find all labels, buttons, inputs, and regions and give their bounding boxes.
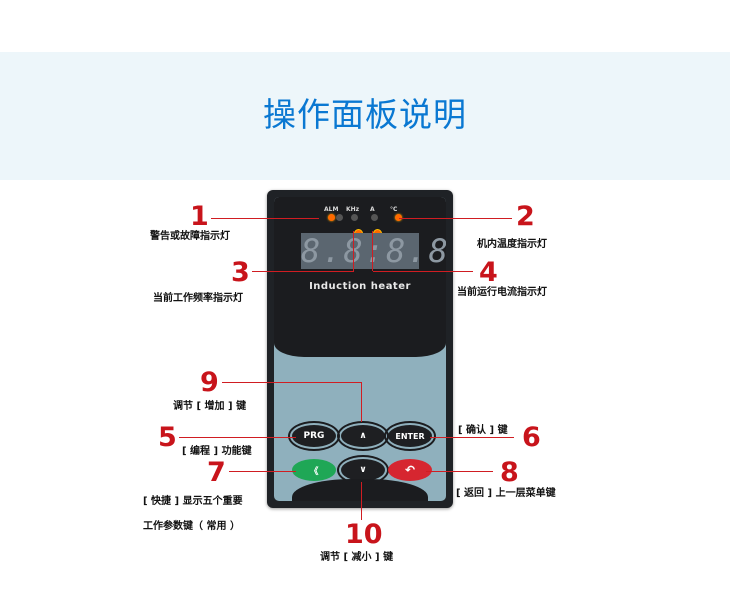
- callout-number-1: 1: [190, 201, 209, 232]
- prg-button[interactable]: PRG: [292, 425, 336, 447]
- khz-led-icon: [351, 214, 358, 221]
- header-band: [0, 52, 730, 180]
- enter-button[interactable]: ENTER: [388, 425, 432, 447]
- led-label-temp: °C: [390, 206, 398, 213]
- callout-number-7: 7: [207, 457, 226, 488]
- callout-number-4: 4: [479, 257, 498, 288]
- key-ring: [384, 421, 436, 451]
- callout-line-3: [252, 271, 354, 272]
- display-area: ALM KHz A °C 8.8:8.8. Induction heater: [274, 197, 446, 357]
- page-title: 操作面板说明: [263, 95, 467, 134]
- indicator-leds: ALM KHz A °C: [274, 206, 446, 222]
- callout-line-7: [229, 471, 296, 472]
- seven-segment-display: 8.8:8.8.: [301, 232, 446, 270]
- down-button[interactable]: ∨: [341, 459, 385, 481]
- callout-label-6: [ 确认 ] 键: [458, 425, 508, 436]
- callout-line-3v: [353, 231, 354, 271]
- callout-line-5: [179, 437, 296, 438]
- callout-label-1: 警告或故障指示灯: [150, 231, 230, 242]
- led-icon: [336, 214, 343, 221]
- callout-label-7b: 工作参数键（ 常用 ）: [143, 521, 240, 532]
- up-button[interactable]: ∧: [341, 425, 385, 447]
- callout-line-2: [399, 218, 512, 219]
- callout-number-3: 3: [231, 257, 250, 288]
- keypad-bottom-arc: [292, 479, 428, 501]
- panel-face: ALM KHz A °C 8.8:8.8. Induction heater P…: [274, 197, 446, 501]
- callout-number-2: 2: [516, 201, 535, 232]
- callout-number-10: 10: [345, 519, 383, 550]
- brand-label: Induction heater: [309, 281, 411, 292]
- alm-led-icon: [328, 214, 335, 221]
- callout-line-1: [211, 218, 319, 219]
- callout-line-9v: [361, 382, 362, 422]
- a-led-icon: [371, 214, 378, 221]
- callout-label-10: 调节 [ 减小 ] 键: [320, 552, 394, 563]
- callout-line-4v: [372, 231, 373, 271]
- callout-line-8: [426, 471, 493, 472]
- callout-label-5: [ 编程 ] 功能键: [182, 446, 252, 457]
- callout-line-9: [222, 382, 362, 383]
- callout-label-3: 当前工作频率指示灯: [153, 293, 243, 304]
- temp-led-icon: [395, 214, 402, 221]
- callout-number-6: 6: [522, 422, 541, 453]
- callout-label-7: [ 快捷 ] 显示五个重要: [143, 496, 243, 507]
- led-label-a: A: [370, 206, 375, 213]
- callout-number-5: 5: [158, 422, 177, 453]
- led-label-khz: KHz: [346, 206, 360, 213]
- callout-label-4: 当前运行电流指示灯: [457, 287, 547, 298]
- callout-number-9: 9: [200, 367, 219, 398]
- back-button[interactable]: ↶: [388, 459, 432, 481]
- control-panel: ALM KHz A °C 8.8:8.8. Induction heater P…: [267, 190, 453, 508]
- callout-line-10v: [361, 482, 362, 520]
- callout-label-2: 机内温度指示灯: [477, 239, 547, 250]
- callout-label-8: [ 返回 ] 上一层菜单键: [456, 488, 556, 499]
- callout-line-4: [373, 271, 473, 272]
- callout-label-9: 调节 [ 增加 ] 键: [173, 401, 247, 412]
- led-label-alm: ALM: [324, 206, 339, 213]
- callout-number-8: 8: [500, 457, 519, 488]
- shortcut-button[interactable]: 《: [292, 459, 336, 481]
- callout-line-6: [430, 437, 514, 438]
